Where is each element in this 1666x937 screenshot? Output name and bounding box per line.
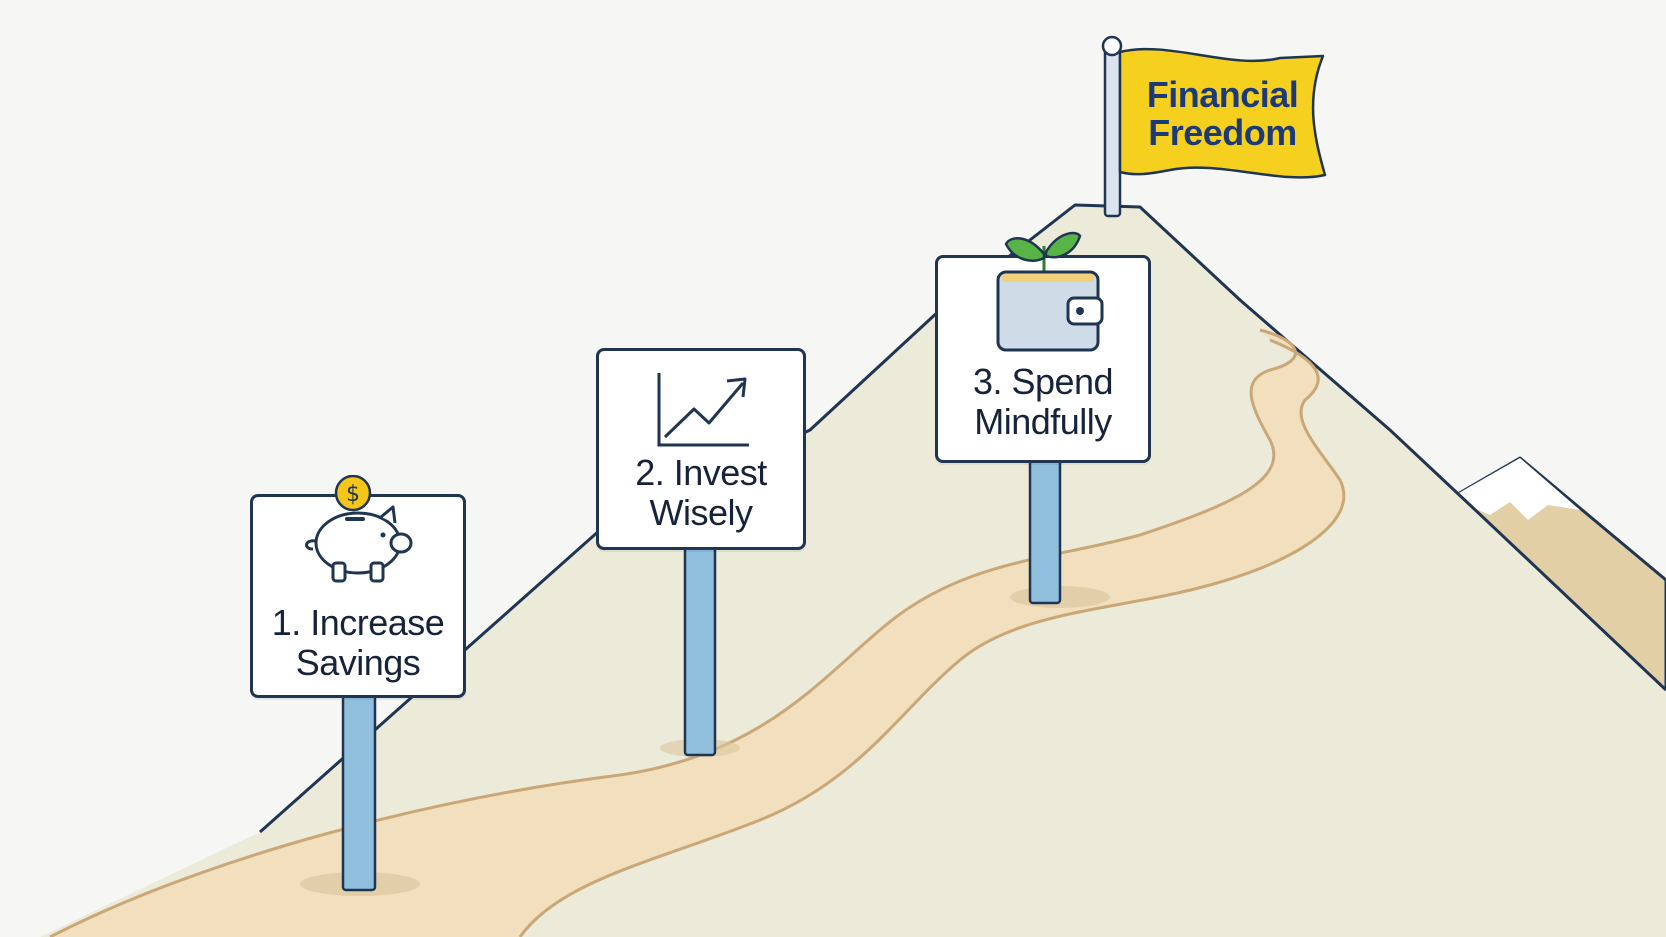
step-2-label-line2: Wisely bbox=[649, 492, 754, 533]
path-edge-left bbox=[49, 328, 1297, 937]
signpost-pole-3 bbox=[1028, 453, 1062, 605]
signpost-pole-2 bbox=[683, 543, 717, 757]
small-mountain-snowcap bbox=[1450, 458, 1580, 520]
goal-flag bbox=[1118, 47, 1327, 179]
signpost-pole-1 bbox=[341, 693, 377, 892]
winding-path bbox=[50, 330, 1344, 937]
trend-up-chart-icon bbox=[657, 373, 749, 447]
step-sign-invest-wisely: 2. Invest Wisely bbox=[596, 348, 806, 550]
flag-pole-finial bbox=[1101, 35, 1123, 57]
step-sign-spend-mindfully: 3. Spend Mindfully bbox=[935, 231, 1151, 463]
step-1-label-line1: 1. Increase bbox=[271, 602, 445, 643]
goal-flag-label: Financial Freedom bbox=[1146, 74, 1299, 153]
step-3-label-line1: 3. Spend bbox=[972, 361, 1114, 402]
step-sign-increase-savings: $ 1. Increase Savings bbox=[250, 475, 466, 698]
path-edge-right bbox=[518, 338, 1346, 937]
step-2-label-line1: 2. Invest bbox=[635, 452, 767, 493]
step-1-label-line2: Savings bbox=[295, 642, 421, 683]
svg-text:$: $ bbox=[346, 482, 360, 507]
step-3-label-line2: Mindfully bbox=[974, 401, 1112, 442]
wallet-sprout-icon bbox=[996, 231, 1104, 352]
piggy-bank-icon: $ bbox=[305, 475, 413, 583]
flag-pole bbox=[1103, 46, 1122, 218]
